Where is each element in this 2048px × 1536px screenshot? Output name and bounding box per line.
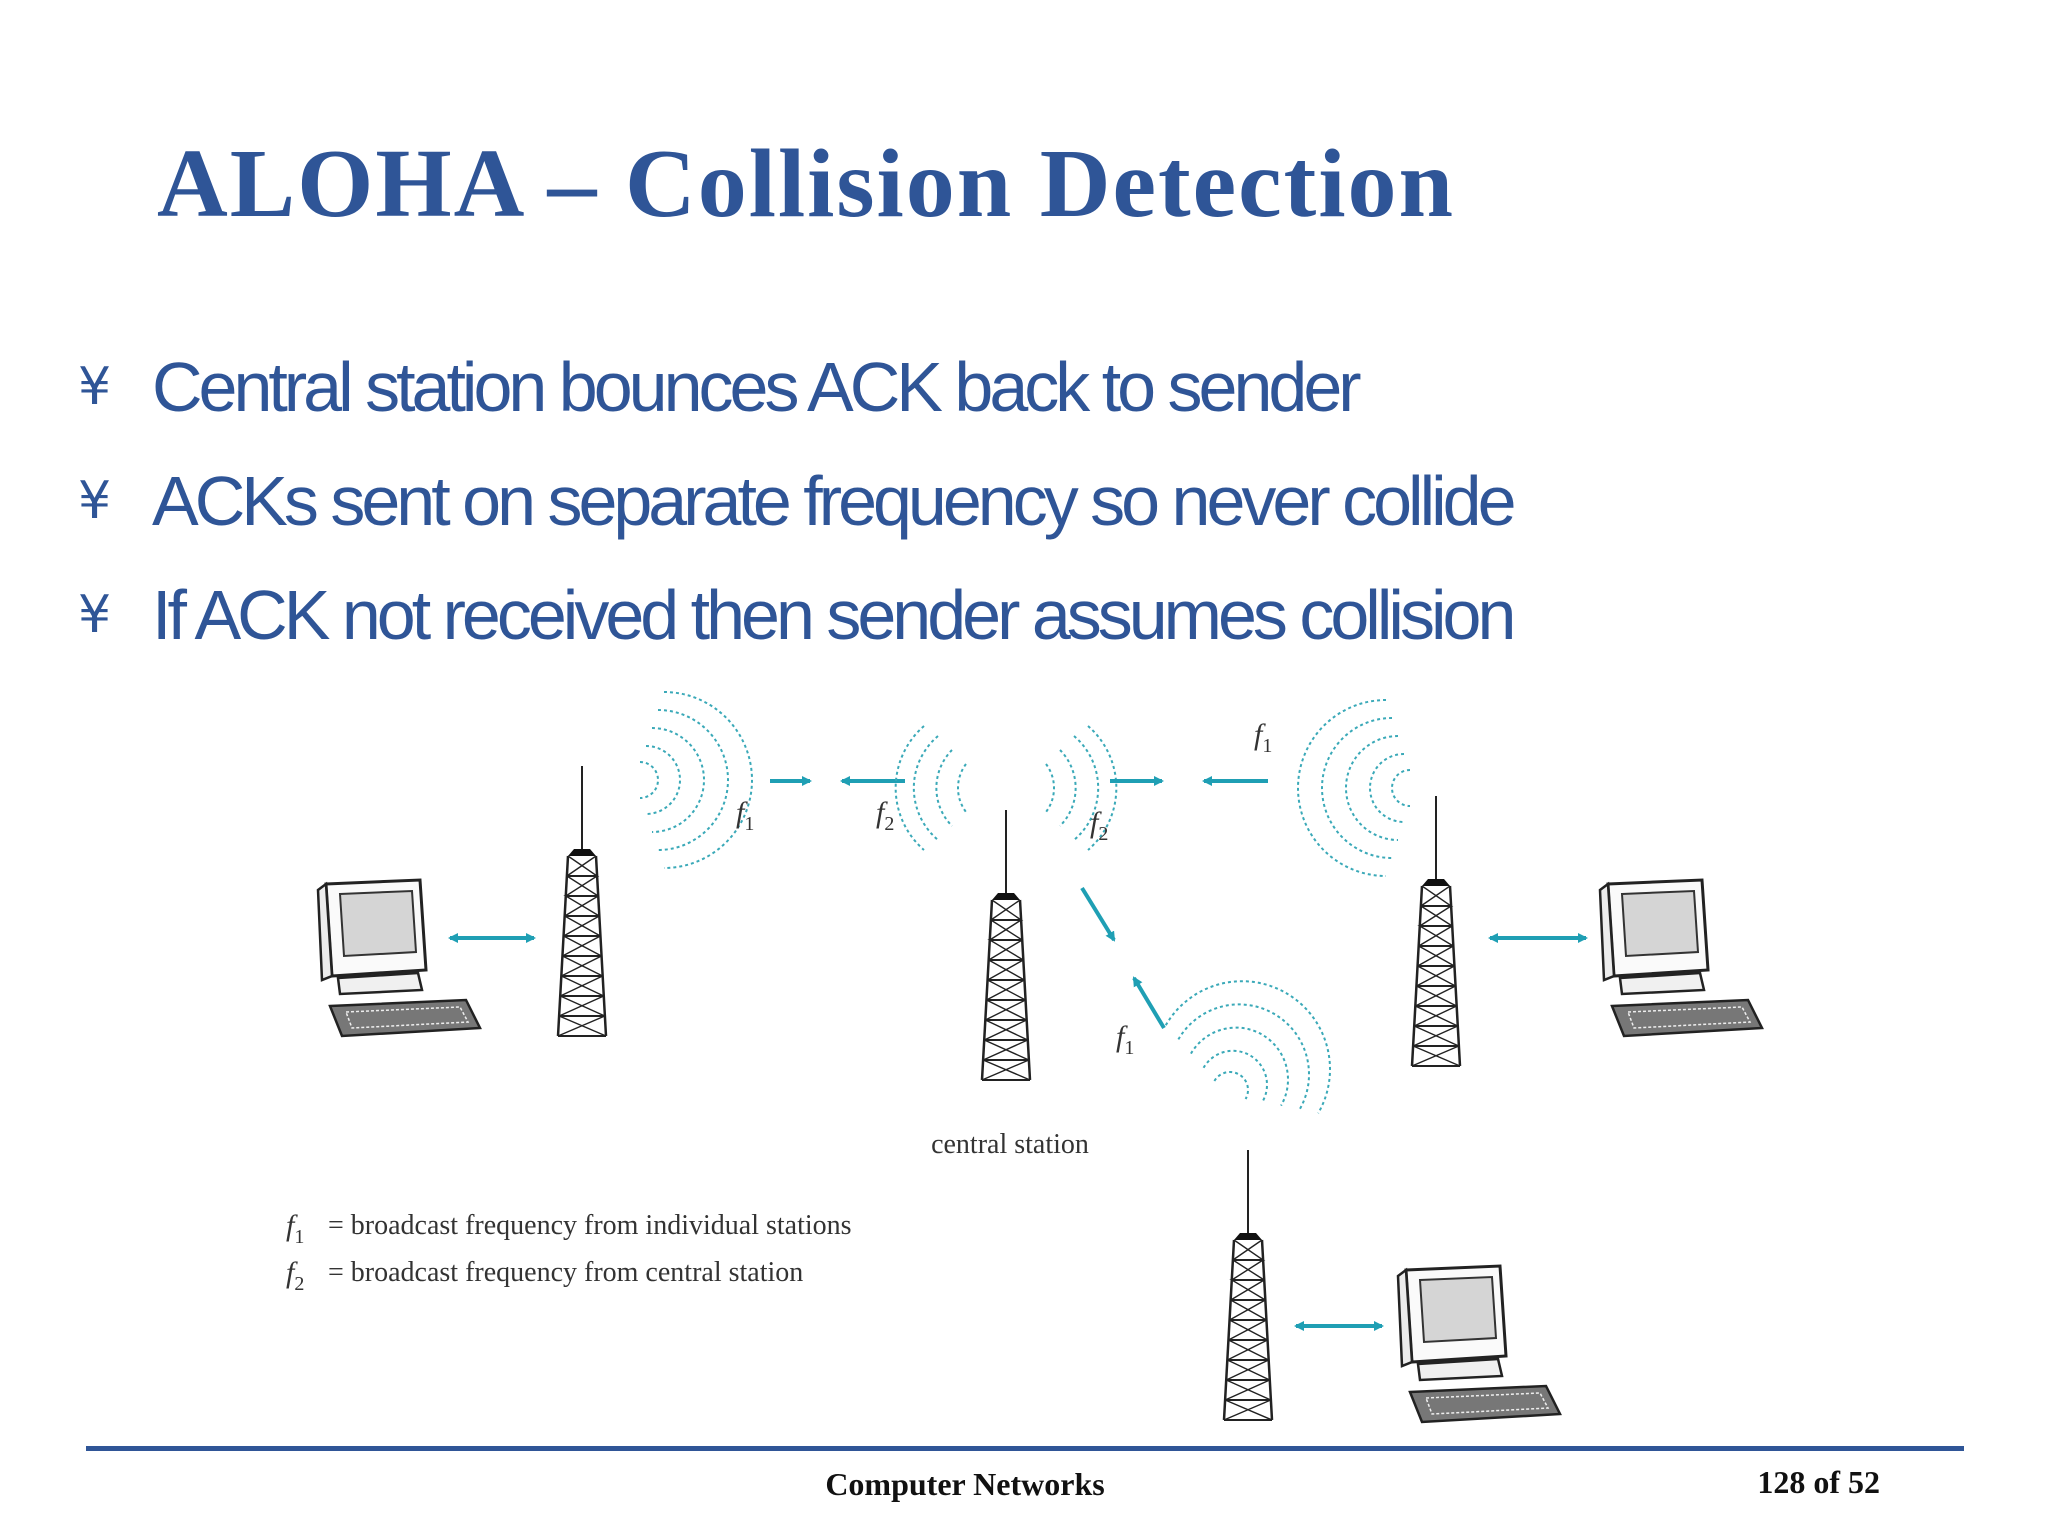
footer-divider: [86, 1446, 1964, 1451]
bullet-item: ¥ ACKs sent on separate frequency so nev…: [78, 444, 1517, 558]
aloha-diagram: f1 f2 central station f2 f1 f1: [286, 691, 1764, 1424]
diagram-legend: f1 = broadcast frequency from individual…: [286, 1209, 852, 1295]
legend-symbol: f2: [286, 1256, 304, 1295]
bullet-text: ACKs sent on separate frequency so never…: [152, 462, 1517, 540]
bullet-text: If ACK not received then sender assumes …: [152, 576, 1516, 654]
radio-wave-icon: [639, 691, 753, 869]
radio-wave-icon: [1297, 699, 1411, 877]
arrow-f2: [1080, 886, 1116, 942]
radio-wave-icon: [1152, 948, 1364, 1135]
slide-page-number: 128 of 52: [1757, 1464, 1880, 1500]
legend-text: = broadcast frequency from individual st…: [328, 1210, 852, 1241]
bullet-text: Central station bounces ACK back to send…: [152, 348, 1362, 426]
bullet-list: ¥ Central station bounces ACK back to se…: [78, 330, 1517, 672]
freq-label-f1: f1: [736, 796, 754, 835]
bullet-item: ¥ Central station bounces ACK back to se…: [78, 330, 1513, 444]
central-station: central station: [894, 725, 1118, 1160]
computer-icon: [316, 878, 482, 1038]
central-station-label: central station: [931, 1129, 1089, 1160]
freq-label-f1: f1: [1254, 718, 1272, 757]
antenna-tower-icon: [980, 808, 1032, 1082]
computer-icon: [1396, 1264, 1562, 1424]
bullet-marker: ¥: [78, 585, 112, 645]
legend-text: = broadcast frequency from central stati…: [328, 1257, 803, 1288]
computer-icon: [1598, 878, 1764, 1038]
radio-wave-icon: [894, 725, 1118, 851]
slide-title: ALOHA – Collision Detection: [157, 130, 1456, 238]
bullet-item: ¥ If ACK not received then sender assume…: [78, 558, 1516, 672]
bullet-marker: ¥: [78, 471, 112, 531]
footer-course-title: Computer Networks: [825, 1466, 1105, 1502]
antenna-tower-icon: [1222, 1148, 1274, 1422]
antenna-tower-icon: [556, 764, 608, 1038]
freq-label-f2: f2: [876, 796, 894, 835]
arrow-f1: [1132, 976, 1166, 1030]
bullet-marker: ¥: [78, 357, 112, 417]
freq-label-f1: f1: [1116, 1020, 1134, 1059]
freq-label-f2: f2: [1090, 806, 1108, 845]
legend-symbol: f1: [286, 1209, 304, 1248]
antenna-tower-icon: [1410, 794, 1462, 1068]
